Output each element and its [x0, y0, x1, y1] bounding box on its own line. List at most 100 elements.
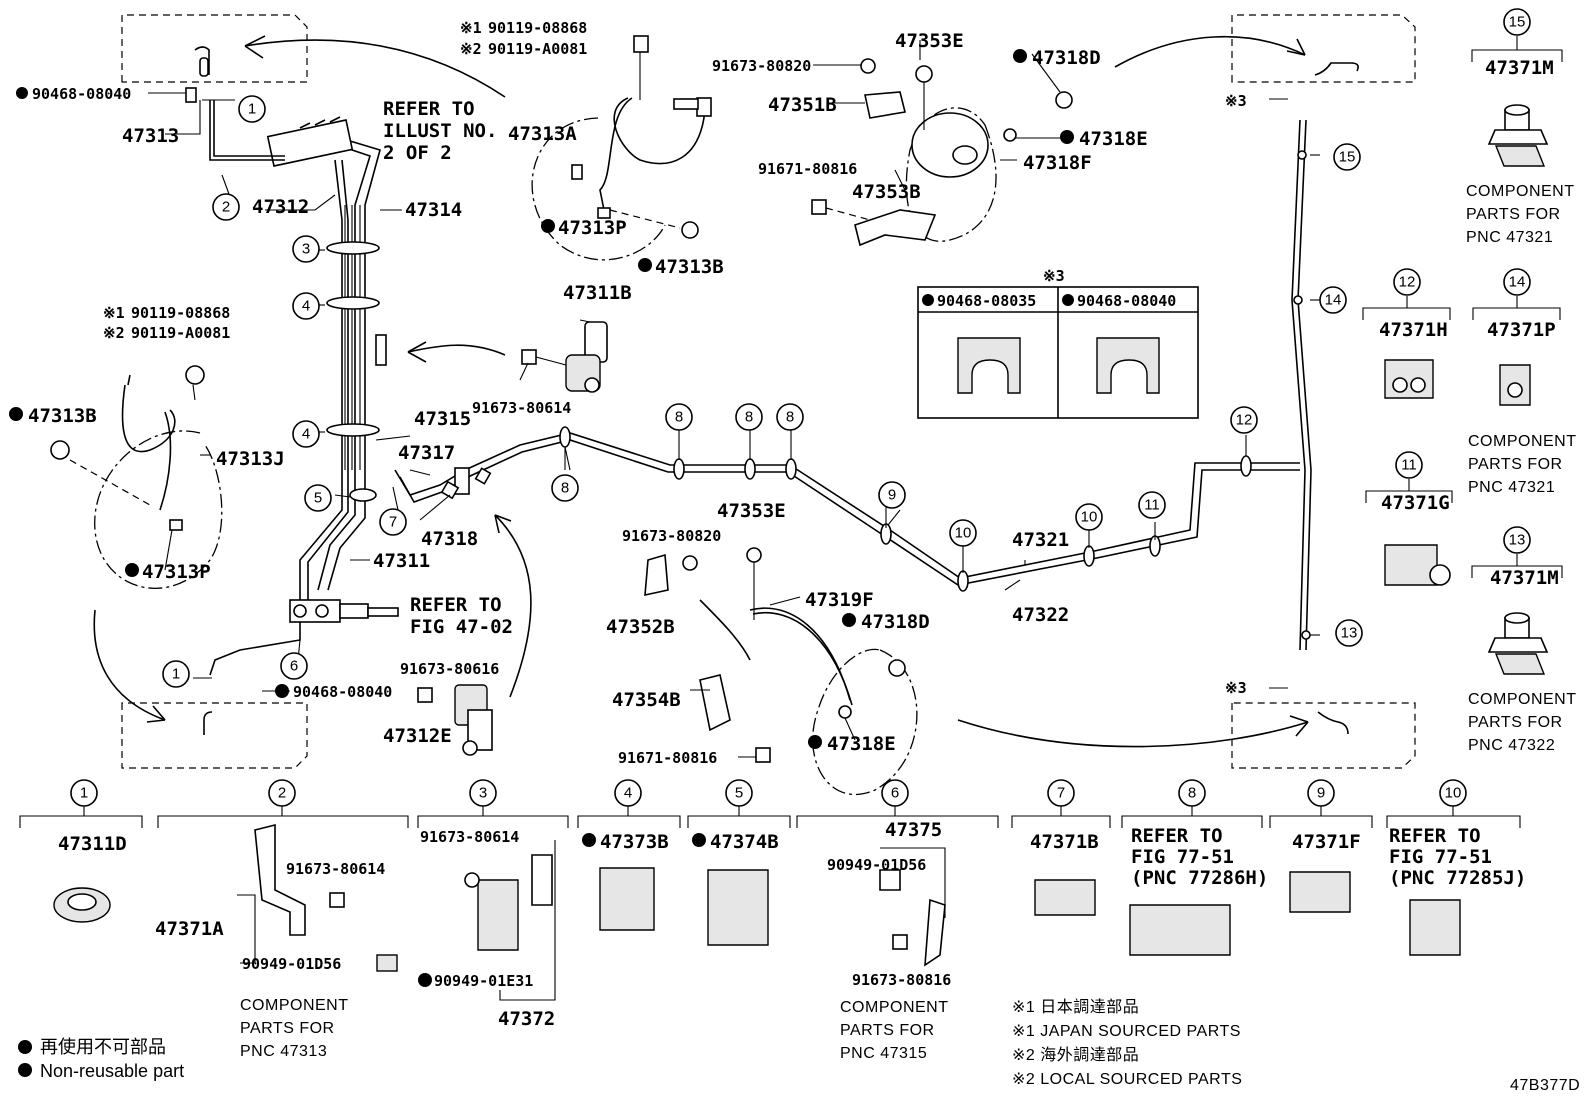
label-47375: 47375	[885, 819, 942, 841]
label-90119-08868-b: 90119-08868	[131, 304, 230, 322]
ref-circle-8d: 8	[776, 403, 804, 431]
refer-77286H-line1: REFER TO	[1131, 825, 1223, 847]
label-47313J: 47313J	[216, 448, 285, 470]
refer-77286H-line2: FIG 77-51	[1131, 846, 1234, 868]
clip-47371G	[1384, 544, 1451, 586]
ref-circle-10b: 10	[1075, 503, 1103, 531]
label-47371F: 47371F	[1292, 831, 1361, 853]
svg-text:1: 1	[248, 101, 256, 118]
label-90119-08868-a: 90119-08868	[488, 19, 587, 37]
svg-text:1: 1	[80, 785, 88, 802]
refer-77285J-line3: (PNC 77285J)	[1389, 867, 1526, 889]
legend-dot-jp	[18, 1040, 32, 1054]
clip-47313P-a	[571, 164, 583, 180]
svg-text:15: 15	[1339, 149, 1356, 166]
bolt-91671-80816-a	[811, 199, 827, 215]
arrow-to-top-left-box	[244, 39, 506, 98]
bottom-item-9: 9 47371F	[1292, 779, 1361, 853]
label-47322: 47322	[1012, 604, 1069, 626]
flex-hose-47313J	[50, 365, 223, 589]
label-47371M-a: 47371M	[1485, 57, 1554, 79]
label-47313P-a: 47313P	[558, 217, 627, 239]
ref-circle-8b: 8	[665, 403, 693, 431]
legend-jp: 再使用不可部品	[40, 1037, 166, 1057]
label-91673-80614-b: 91673-80614	[286, 860, 385, 878]
label-47318D-a: 47318D	[1032, 47, 1101, 69]
bolt-91671-80816-b	[755, 747, 771, 763]
label-47321: 47321	[1012, 529, 1069, 551]
bottom-item-4: 4 47373B	[582, 779, 669, 853]
ref-circle-11: 11	[1138, 491, 1166, 519]
arrow-to-top-right-box	[1114, 35, 1306, 68]
detail-box-top-right	[1231, 14, 1416, 83]
note1-mark-a: ※1	[460, 19, 482, 37]
label-90949-01D56-a: 90949-01D56	[242, 955, 341, 973]
comp-47321-b-line2: PARTS FOR	[1468, 456, 1563, 473]
ref-circle-8a: 8	[551, 474, 579, 502]
bottom-item-10: 10 REFER TO FIG 77-51 (PNC 77285J)	[1389, 779, 1526, 889]
bolt-47313B-a	[681, 221, 699, 239]
label-47351B: 47351B	[768, 94, 837, 116]
svg-text:11: 11	[1401, 457, 1417, 474]
svg-text:12: 12	[1236, 412, 1253, 429]
svg-text:11: 11	[1144, 497, 1160, 514]
ref-circle-10a: 10	[949, 519, 977, 547]
svg-text:9: 9	[1317, 785, 1325, 802]
arrow-up-from-47312E	[494, 514, 532, 698]
comp-47315-line2: PARTS FOR	[840, 1022, 935, 1039]
tube-47313	[209, 100, 285, 161]
clip-47318E-a	[1003, 128, 1017, 142]
svg-text:13: 13	[1341, 625, 1358, 642]
bottom-item-2: 2 91673-80614 47371A 90949-01D56 COMPONE…	[155, 779, 385, 1060]
clip-table-header: ※3	[1043, 267, 1065, 285]
bolt-90119-a	[633, 35, 649, 53]
bottom-item-3: 3 91673-80614 90949-01E31 47372	[418, 779, 555, 1030]
svg-text:4: 4	[302, 426, 310, 443]
bracket-47312E	[417, 684, 493, 756]
flex-hose-47313A	[531, 35, 712, 261]
ref-circle-1b: 1	[162, 660, 190, 688]
note1-mark-b: ※1	[103, 304, 125, 322]
label-91673-80614-c: 91673-80614	[420, 828, 519, 846]
svg-text:14: 14	[1509, 274, 1526, 291]
ref-circles: 1 2 3 4 4 5 7 6 1 8 8 8 8 9 10 10 11 12 …	[162, 8, 1531, 688]
ref-circle-13: 13	[1335, 619, 1363, 647]
svg-text:8: 8	[1188, 785, 1196, 802]
label-47311D: 47311D	[58, 833, 127, 855]
bolt-90119-b	[185, 365, 205, 385]
label-47353B: 47353B	[852, 181, 921, 203]
bottom-item-5: 5 47374B	[692, 779, 779, 853]
note2-mark-b: ※2	[103, 324, 125, 342]
ref-circle-7: 7	[379, 508, 407, 536]
svg-text:10: 10	[1081, 509, 1098, 526]
clip-table-col1: 90468-08035	[937, 292, 1036, 310]
part-labels: 90468-08040 47313 47312 47314 REFER TO I…	[9, 19, 1577, 767]
label-47353E-a: 47353E	[895, 30, 964, 52]
label-90468-08040-b: 90468-08040	[293, 683, 392, 701]
comp-47313-line2: PARTS FOR	[240, 1020, 335, 1037]
label-47313A: 47313A	[508, 123, 577, 145]
note3-mark-a: ※3	[1225, 92, 1247, 110]
ref-circle-3: 3	[292, 235, 320, 263]
label-47319F: 47319F	[805, 589, 874, 611]
refer-fig-4702-line2: FIG 47-02	[410, 616, 513, 638]
svg-text:8: 8	[745, 409, 753, 426]
svg-text:8: 8	[786, 409, 794, 426]
arrow-to-harness	[407, 344, 506, 356]
refer-fig-4702-line1: REFER TO	[410, 594, 502, 616]
comp-47322-line3: PNC 47322	[1468, 737, 1555, 754]
svg-text:13: 13	[1509, 532, 1526, 549]
label-90119-A0081-b: 90119-A0081	[131, 324, 230, 342]
note-line-2: ※1 JAPAN SOURCED PARTS	[1012, 1023, 1241, 1040]
label-91673-80820-a: 91673-80820	[712, 57, 811, 75]
svg-text:7: 7	[1057, 785, 1065, 802]
svg-text:10: 10	[955, 525, 972, 542]
ref-circle-6: 6	[280, 652, 308, 680]
note2-mark-a: ※2	[460, 40, 482, 58]
bracket-47354B	[699, 674, 731, 732]
label-47371H: 47371H	[1379, 319, 1448, 341]
label-47311: 47311	[373, 550, 430, 572]
note3-mark-b: ※3	[1225, 679, 1247, 697]
svg-text:9: 9	[888, 487, 896, 504]
comp-47321-b-line1: COMPONENT	[1468, 433, 1577, 450]
